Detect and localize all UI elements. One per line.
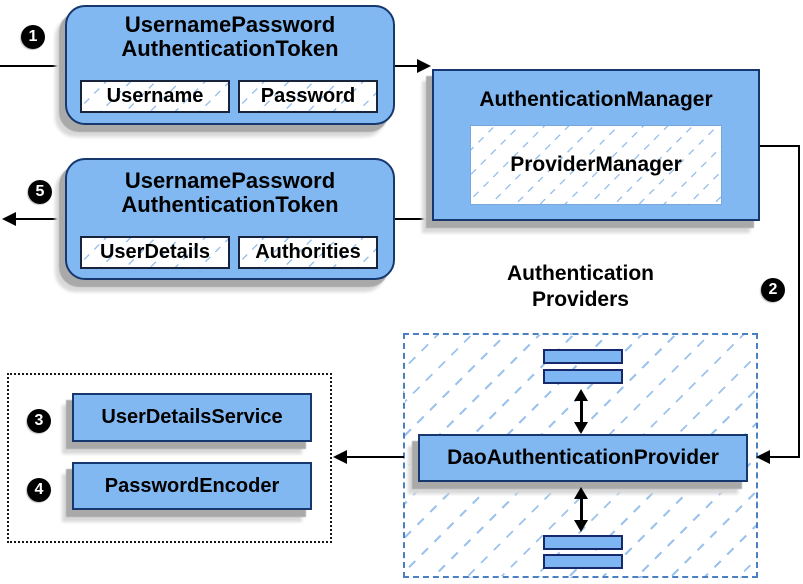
step-badge-5: 5 [28, 180, 52, 204]
provider-manager-chip: ProviderManager [470, 125, 722, 205]
step-badge-4: 4 [27, 478, 51, 502]
arrow-down-icon [574, 422, 588, 434]
bidirectional-arrow-icon [573, 487, 589, 532]
password-chip: Password [238, 80, 378, 113]
user-details-service-card: UserDetailsService [72, 393, 312, 442]
manager-to-provider-connector-side [798, 145, 800, 458]
arrow-left-icon [756, 450, 770, 464]
bidirectional-arrow-icon [573, 389, 589, 434]
password-encoder-card: PasswordEncoder [72, 462, 312, 510]
arrow-up-icon [574, 487, 588, 499]
provider-placeholder-bar [543, 554, 623, 569]
providers-heading: Authentication Providers [458, 261, 703, 313]
providers-heading-line1: Authentication [507, 262, 654, 285]
provider-placeholder-bar [543, 535, 623, 550]
authentication-manager-title: AuthenticationManager [479, 88, 713, 111]
dao-authentication-provider-card: DaoAuthenticationProvider [418, 434, 748, 482]
arrow-left-icon [333, 450, 347, 464]
arrow-up-icon [574, 389, 588, 401]
providers-heading-line2: Providers [532, 288, 629, 311]
request-token-title-line1: UsernamePassword [124, 12, 336, 37]
manager-to-provider-connector-top [759, 145, 800, 147]
step-badge-3: 3 [27, 409, 51, 433]
request-token-card: UsernamePassword AuthenticationToken Use… [65, 5, 395, 125]
arrow-left-icon [2, 212, 16, 226]
step-badge-1: 1 [21, 25, 45, 49]
userdetails-chip: UserDetails [80, 236, 230, 269]
step-badge-2: 2 [761, 278, 785, 302]
request-token-title: UsernamePassword AuthenticationToken [67, 13, 393, 61]
authentication-manager-card: AuthenticationManager ProviderManager [432, 69, 760, 221]
arrow-right-icon [417, 59, 431, 73]
provider-placeholder-bar [543, 369, 623, 384]
manager-to-provider-connector-bottom [770, 456, 800, 458]
request-token-title-line2: AuthenticationToken [121, 36, 339, 61]
response-token-title: UsernamePassword AuthenticationToken [67, 169, 393, 217]
provider-placeholder-bar [543, 349, 623, 364]
response-token-title-line1: UsernamePassword [124, 168, 336, 193]
arrow-down-icon [574, 520, 588, 532]
username-chip: Username [80, 80, 230, 113]
authorities-chip: Authorities [238, 236, 378, 269]
services-group [7, 373, 332, 543]
response-token-card: UsernamePassword AuthenticationToken Use… [65, 158, 395, 280]
provider-to-services-arrow [347, 456, 404, 458]
response-token-title-line2: AuthenticationToken [121, 192, 339, 217]
